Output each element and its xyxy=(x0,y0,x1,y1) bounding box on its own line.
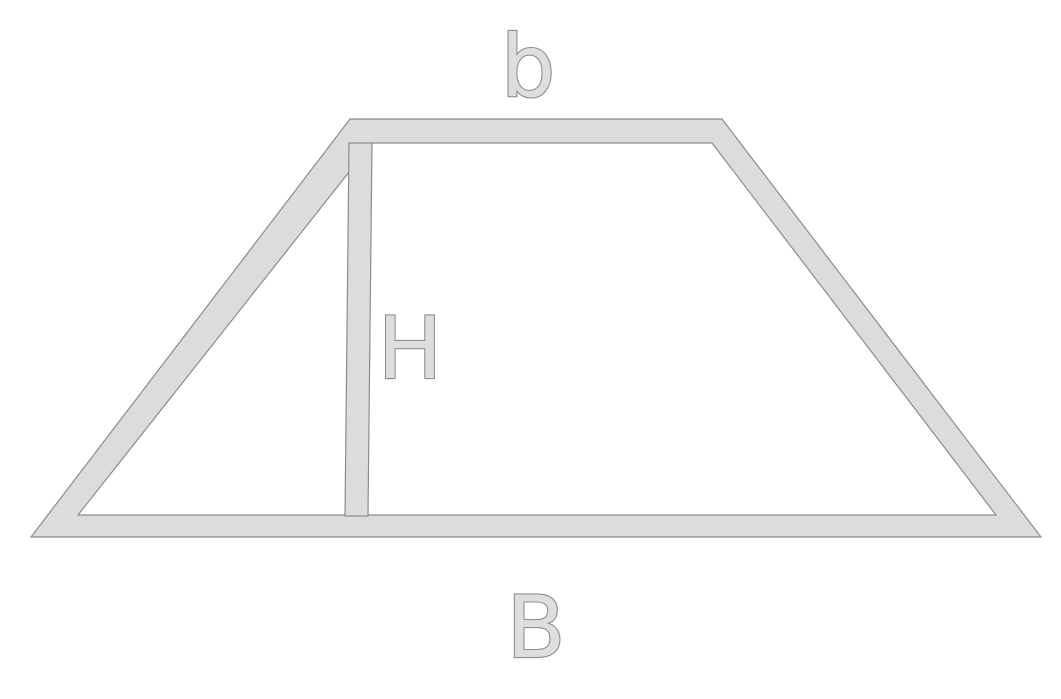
trapezoid-outline xyxy=(29,118,1043,538)
top-base-label: b xyxy=(501,17,556,117)
height-label: H xyxy=(378,299,443,399)
height-segment xyxy=(344,142,373,517)
bottom-base-label: B xyxy=(507,578,566,678)
